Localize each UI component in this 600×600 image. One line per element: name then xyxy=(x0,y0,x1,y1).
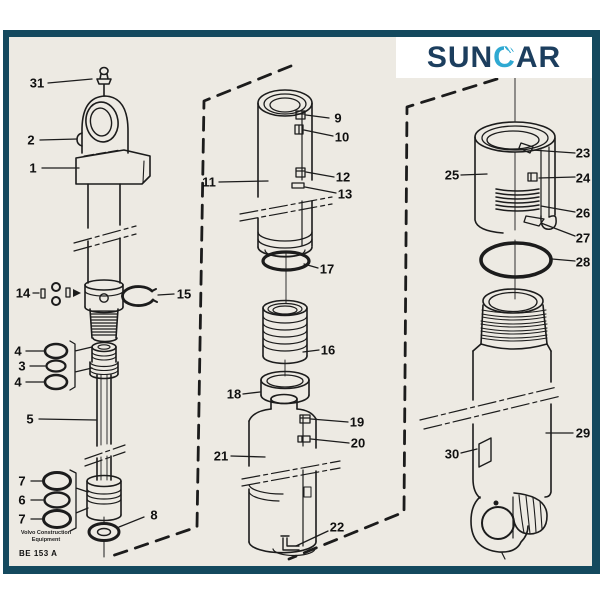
barrel-clevis-end xyxy=(470,492,548,560)
dashed-boundary-middle xyxy=(104,64,293,560)
part-callout-29: 29 xyxy=(575,425,591,441)
part-callout-11: 11 xyxy=(202,174,216,190)
frame-border-top xyxy=(3,30,600,37)
part-callout-28: 28 xyxy=(575,254,591,270)
part-callout-26: 26 xyxy=(575,205,591,221)
leader-line-24 xyxy=(538,176,576,179)
figure-code: BE 153 A xyxy=(19,549,58,558)
leader-line-15 xyxy=(157,293,175,296)
part-callout-27: 27 xyxy=(575,230,591,246)
leader-line-28 xyxy=(551,258,576,262)
suncar-logo: SUNCAR xyxy=(426,40,562,74)
leader-line-11 xyxy=(218,180,269,183)
leader-line-13 xyxy=(304,186,337,194)
part-14-plugs-and-orings xyxy=(40,282,81,306)
part-30-port-tab xyxy=(478,437,492,468)
rod-threaded-end xyxy=(89,308,119,343)
leader-line-8 xyxy=(118,516,145,528)
publisher-text: Volvo Construction Equipment xyxy=(20,530,72,543)
leader-line-17 xyxy=(303,263,319,269)
part-1-2-rod-eye-head xyxy=(75,95,151,185)
leader-line-20 xyxy=(310,438,350,444)
dashed-boundary-right xyxy=(287,77,499,561)
part-17-tube-oring xyxy=(261,250,311,304)
part-4-3-4-seal-kit xyxy=(43,340,93,391)
small-piston-head xyxy=(89,341,119,380)
part-callout-7: 7 xyxy=(18,511,26,527)
part-callout-12: 12 xyxy=(335,169,351,185)
leader-line-2 xyxy=(39,138,78,141)
leader-line-21 xyxy=(230,455,266,458)
part-callout-31: 31 xyxy=(29,75,45,91)
part-31-grease-fitting xyxy=(96,66,112,97)
leader-line-31 xyxy=(47,78,93,84)
leader-line-10 xyxy=(303,129,334,137)
part-callout-23: 23 xyxy=(575,145,591,161)
part-callout-6: 6 xyxy=(18,492,26,508)
leader-line-26 xyxy=(540,205,576,213)
leader-line-23 xyxy=(531,149,576,154)
part-callout-25: 25 xyxy=(444,167,460,183)
leader-line-27 xyxy=(540,222,576,237)
part-callout-16: 16 xyxy=(320,342,336,358)
leader-line-22 xyxy=(295,530,329,547)
part-5-plunger-rod xyxy=(84,374,126,481)
leader-line-30 xyxy=(460,448,478,454)
part-callout-13: 13 xyxy=(337,186,353,202)
part-28-oring xyxy=(479,241,553,279)
leader-line-9 xyxy=(305,114,330,119)
part-callout-24: 24 xyxy=(575,170,591,186)
frame-border-left xyxy=(3,30,9,574)
callout-leader-lines xyxy=(25,78,576,547)
part-27-wedge xyxy=(523,215,545,227)
leader-line-25 xyxy=(460,173,488,176)
logo-letter-c: C xyxy=(493,40,517,74)
part-callout-4: 4 xyxy=(14,374,22,390)
part-callout-1: 1 xyxy=(29,160,37,176)
part-25-cylinder-gland xyxy=(474,121,557,234)
part-callout-22: 22 xyxy=(329,519,345,535)
part-callout-8: 8 xyxy=(150,507,158,523)
part-callout-21: 21 xyxy=(213,448,229,464)
frame-border-right xyxy=(592,30,600,574)
part-29-cylinder-barrel xyxy=(419,288,562,499)
leader-line-5 xyxy=(38,418,97,421)
part-11-upper-tube xyxy=(239,89,333,258)
part-callout-15: 15 xyxy=(176,286,192,302)
leader-line-18 xyxy=(242,391,261,395)
frame-border-bottom xyxy=(3,566,600,574)
part-7-6-7-seal-kit xyxy=(42,469,89,532)
part-callout-19: 19 xyxy=(349,414,365,430)
leader-line-16 xyxy=(302,349,320,353)
part-24-plug xyxy=(527,172,538,182)
part-callout-9: 9 xyxy=(334,110,342,126)
part-21-lower-tube xyxy=(241,393,341,557)
part-callout-5: 5 xyxy=(26,411,34,427)
leader-line-19 xyxy=(310,418,349,423)
bottom-piston xyxy=(86,474,122,522)
logo-text-ar: AR xyxy=(515,40,562,74)
logo-badge: SUNCAR xyxy=(396,37,592,78)
part-16-ribbed-sleeve xyxy=(262,299,308,377)
part-callout-14: 14 xyxy=(15,285,31,301)
part-callout-20: 20 xyxy=(350,435,366,451)
part-callout-2: 2 xyxy=(27,132,35,148)
part-22-drain-pipe xyxy=(280,535,300,551)
part-23-retainer-notch xyxy=(518,142,534,154)
part-callout-30: 30 xyxy=(444,446,460,462)
leader-line-12 xyxy=(305,171,335,178)
part-callout-18: 18 xyxy=(226,386,242,402)
part-callout-7: 7 xyxy=(18,473,26,489)
part-callout-3: 3 xyxy=(18,358,26,374)
part-8-piston-nut-ring xyxy=(87,516,121,558)
part-15-snap-ring xyxy=(121,285,158,307)
part-callout-4: 4 xyxy=(14,343,22,359)
piston-rod-shaft xyxy=(73,183,137,314)
logo-text-sun: SUN xyxy=(426,40,494,74)
part-26-internal-coil xyxy=(495,188,540,212)
part-callout-17: 17 xyxy=(319,261,335,277)
part-callout-10: 10 xyxy=(334,129,350,145)
